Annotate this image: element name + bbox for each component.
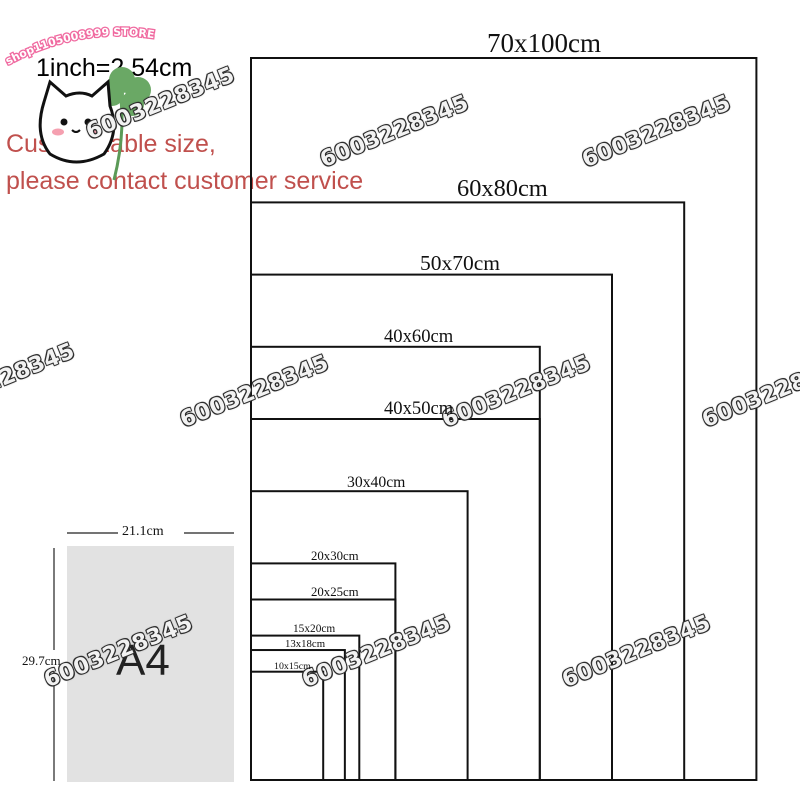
size-label: 40x60cm	[384, 326, 454, 347]
clover-icon	[100, 67, 151, 181]
size-label: 30x40cm	[347, 474, 406, 491]
a4-label: A4	[116, 636, 170, 685]
size-label: 20x25cm	[311, 585, 359, 599]
a4-width-label: 21.1cm	[122, 524, 164, 539]
size-frame-10x15cm	[250, 670, 325, 782]
size-label: 15x20cm	[293, 623, 336, 635]
size-label: 20x30cm	[311, 549, 359, 563]
cat-mascot-icon	[38, 67, 151, 181]
a4-height-label: 29.7cm	[22, 653, 61, 668]
a4-reference-sheet	[67, 546, 234, 782]
custom-size-note-line2: please contact customer service	[6, 167, 364, 195]
size-label: 60x80cm	[457, 175, 548, 202]
size-label: 40x50cm	[384, 398, 454, 419]
store-logo-arc: shop1105008999 STORE	[2, 24, 157, 69]
size-label: 70x100cm	[487, 28, 601, 58]
size-label: 50x70cm	[420, 251, 501, 275]
size-label: 10x15cm	[274, 661, 311, 672]
size-label: 13x18cm	[285, 638, 326, 650]
